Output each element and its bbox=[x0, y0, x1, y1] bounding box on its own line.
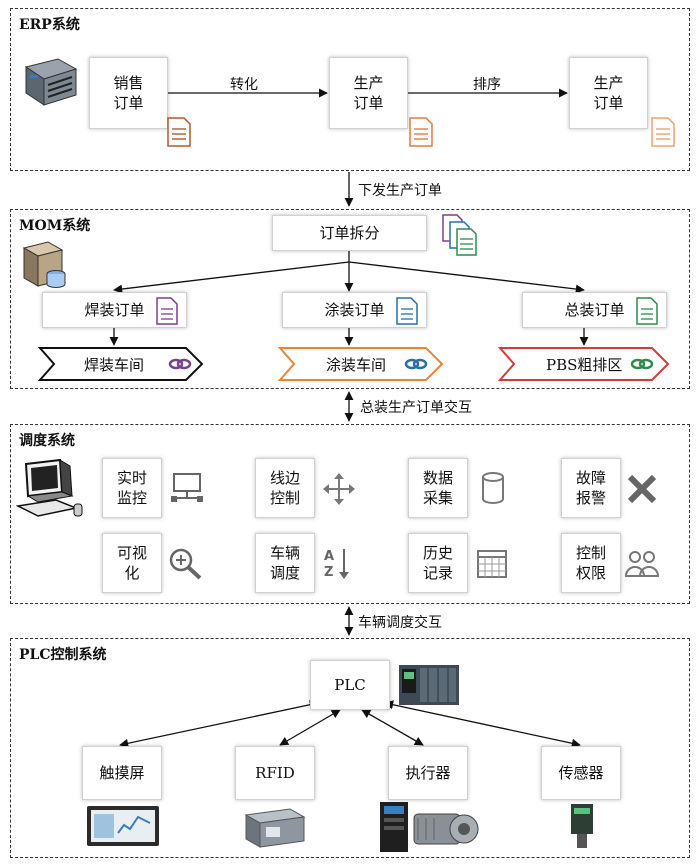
production-order-label-1: 生产 订单 bbox=[353, 73, 384, 112]
paint-shop-chevron bbox=[278, 347, 444, 381]
monitor-network-icon bbox=[171, 473, 203, 502]
issue-order-label: 下发生产订单 bbox=[358, 183, 442, 199]
access-control-label: 控制 权限 bbox=[575, 543, 606, 582]
vehicle-dispatch-label: 车辆 调度 bbox=[269, 543, 300, 582]
dispatch-layer-title: 调度系统 bbox=[19, 433, 75, 449]
svg-text:A: A bbox=[324, 549, 334, 564]
calendar-icon bbox=[477, 550, 507, 578]
svg-text:Z: Z bbox=[324, 565, 333, 580]
history-record-box: 历史 记录 bbox=[408, 533, 468, 593]
x-mark-icon bbox=[627, 474, 657, 504]
plc-box: PLC bbox=[310, 660, 390, 710]
rfid-box: RFID bbox=[235, 746, 315, 800]
history-record-label: 历史 记录 bbox=[422, 543, 453, 582]
line-side-control-box: 线边 控制 bbox=[255, 458, 315, 518]
access-control-box: 控制 权限 bbox=[561, 533, 621, 593]
realtime-monitor-label: 实时 监控 bbox=[116, 468, 147, 507]
dispatch-layer: 调度系统 bbox=[10, 424, 690, 604]
paint-shop-label: 涂装车间 bbox=[326, 356, 387, 374]
rfid-reader-icon bbox=[244, 808, 306, 848]
paint-order-label: 涂装订单 bbox=[324, 300, 385, 319]
document-icon bbox=[396, 297, 418, 325]
final-assembly-exchange-label: 总装生产订单交互 bbox=[360, 400, 472, 416]
convert-label: 转化 bbox=[230, 77, 258, 93]
vehicle-dispatch-box: 车辆 调度 bbox=[255, 533, 315, 593]
database-server-icon bbox=[22, 241, 66, 288]
weld-shop-label: 焊装车间 bbox=[84, 356, 145, 374]
plc-layer: PLC控制系统 bbox=[10, 638, 690, 858]
sort-label: 排序 bbox=[473, 77, 501, 93]
document-icon bbox=[636, 297, 658, 325]
pbs-label: PBS粗排区 bbox=[546, 356, 623, 374]
production-order-box-1: 生产 订单 bbox=[329, 57, 408, 129]
document-icon bbox=[167, 117, 191, 147]
computer-icon bbox=[16, 458, 83, 517]
stacked-documents-icon bbox=[442, 214, 477, 256]
pbs-chevron bbox=[498, 347, 670, 381]
order-split-label: 订单拆分 bbox=[319, 223, 380, 242]
realtime-monitor-box: 实时 监控 bbox=[102, 458, 162, 518]
mom-layer-title: MOM系统 bbox=[19, 218, 91, 234]
data-collection-box: 数据 采集 bbox=[408, 458, 468, 518]
paint-order-box: 涂装订单 bbox=[282, 292, 427, 328]
fault-alarm-box: 故障 报警 bbox=[561, 458, 621, 518]
weld-shop-chevron bbox=[38, 347, 204, 381]
erp-layer: ERP系统 bbox=[10, 8, 690, 171]
order-split-box: 订单拆分 bbox=[272, 215, 427, 251]
assembly-order-label: 总装订单 bbox=[564, 300, 625, 319]
actuator-box: 执行器 bbox=[388, 746, 468, 800]
data-collection-label: 数据 采集 bbox=[422, 468, 453, 507]
plc-hardware-icon bbox=[399, 665, 459, 705]
users-icon bbox=[624, 551, 660, 577]
sort-az-icon: A Z bbox=[324, 549, 349, 580]
document-icon bbox=[651, 117, 675, 147]
move-arrows-icon bbox=[323, 473, 355, 505]
plc-label: PLC bbox=[334, 675, 366, 694]
plc-layer-title: PLC控制系统 bbox=[19, 647, 107, 663]
actuator-label: 执行器 bbox=[405, 763, 451, 782]
document-icon bbox=[409, 117, 433, 147]
sales-order-label: 销售 订单 bbox=[113, 73, 144, 112]
rfid-label: RFID bbox=[255, 763, 295, 782]
document-icon bbox=[156, 297, 178, 325]
mom-layer: MOM系统 bbox=[10, 209, 690, 389]
touchscreen-label: 触摸屏 bbox=[99, 763, 145, 782]
weld-order-label: 焊装订单 bbox=[84, 300, 145, 319]
production-order-box-2: 生产 订单 bbox=[569, 57, 648, 129]
sensor-label: 传感器 bbox=[558, 763, 604, 782]
touchscreen-box: 触摸屏 bbox=[82, 746, 162, 800]
line-side-control-label: 线边 控制 bbox=[269, 468, 300, 507]
visualization-label: 可视 化 bbox=[116, 543, 147, 582]
fault-alarm-label: 故障 报警 bbox=[575, 468, 606, 507]
production-order-label-2: 生产 订单 bbox=[593, 73, 624, 112]
touchscreen-device-icon bbox=[87, 806, 159, 846]
visualization-box: 可视 化 bbox=[102, 533, 162, 593]
server-rack-icon bbox=[24, 58, 78, 106]
vehicle-dispatch-exchange-label: 车辆调度交互 bbox=[358, 615, 442, 631]
erp-layer-title: ERP系统 bbox=[19, 17, 80, 33]
sensor-device-icon bbox=[571, 804, 593, 848]
sales-order-box: 销售 订单 bbox=[89, 57, 168, 129]
sensor-box: 传感器 bbox=[541, 746, 621, 800]
servo-drive-motor-icon bbox=[380, 802, 479, 852]
magnifier-plus-icon bbox=[169, 548, 202, 580]
database-icon bbox=[482, 472, 504, 504]
